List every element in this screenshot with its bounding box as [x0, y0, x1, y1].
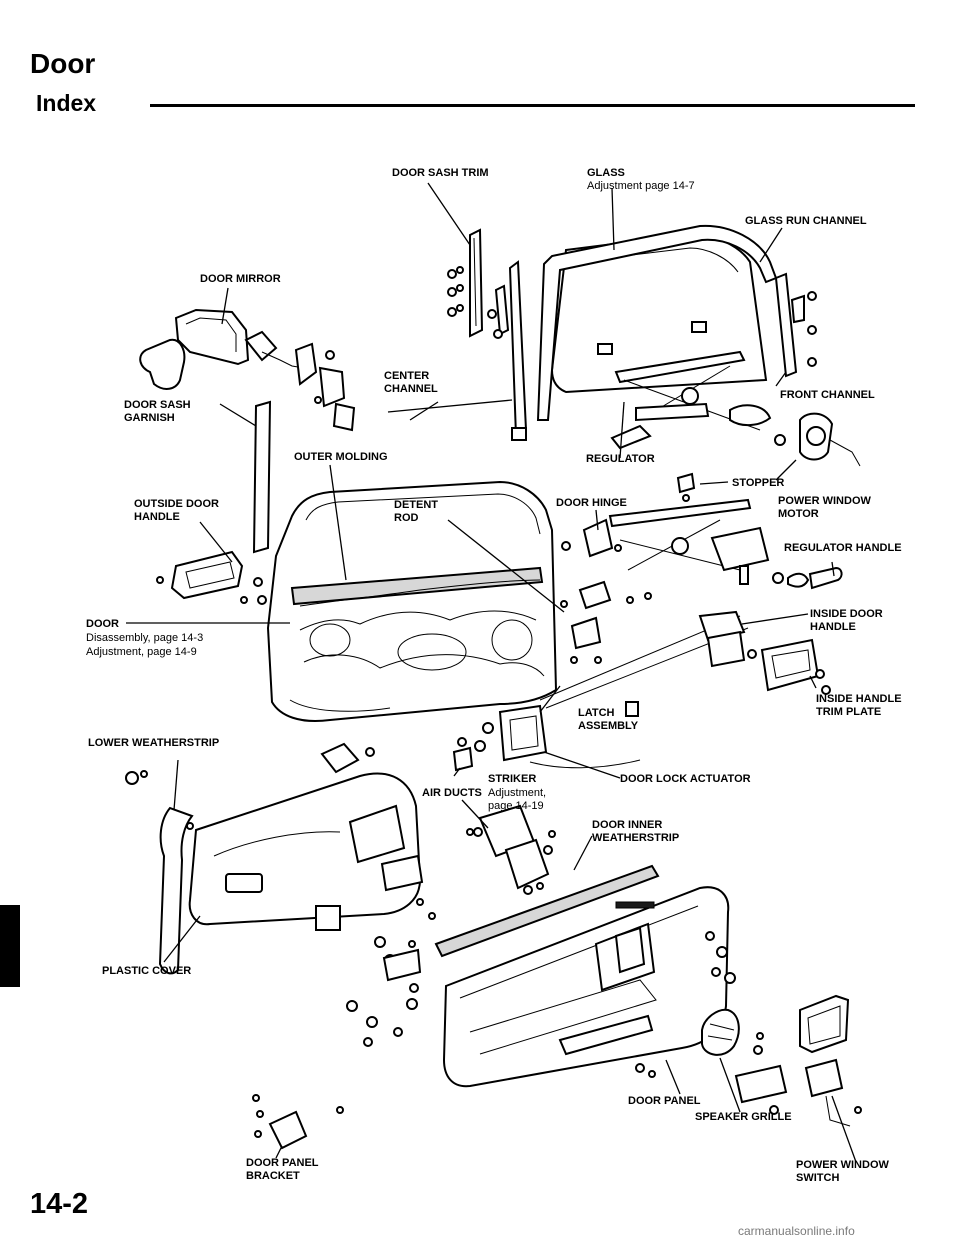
inside-door-handle-part	[539, 610, 757, 709]
label-striker: STRIKER	[488, 773, 536, 785]
mirror-mount-part	[294, 342, 356, 432]
label-front-channel: FRONT CHANNEL	[780, 389, 875, 401]
plastic-cover-part	[188, 742, 422, 926]
door-sash-trim-part	[447, 228, 484, 338]
label-outside-door-handle-2: HANDLE	[134, 511, 180, 523]
lower-weatherstrip-part	[125, 770, 194, 975]
label-door-adjustment: Adjustment, page 14-9	[86, 646, 197, 658]
label-door-inner-weatherstrip-2: WEATHERSTRIP	[592, 832, 679, 844]
power-window-motor-part	[774, 412, 861, 467]
label-latch-assembly-2: ASSEMBLY	[578, 720, 639, 732]
label-latch-assembly-1: LATCH	[578, 707, 615, 719]
door-sash-garnish-part	[252, 400, 272, 554]
label-air-ducts: AIR DUCTS	[422, 787, 482, 799]
door-shell-part	[266, 480, 558, 722]
label-stopper: STOPPER	[732, 477, 784, 489]
label-door-panel-bracket-1: DOOR PANEL	[246, 1157, 319, 1169]
door-panel-clips-part	[315, 854, 436, 1047]
door-panel-bracket-part	[252, 1094, 344, 1150]
label-center-channel-2: CHANNEL	[384, 383, 438, 395]
door-inner-weatherstrip-part	[434, 864, 660, 958]
label-regulator-handle: REGULATOR HANDLE	[784, 542, 902, 554]
label-power-window-switch-1: POWER WINDOW	[796, 1159, 889, 1171]
leader-lines	[126, 182, 857, 1163]
window-regulator-part	[610, 350, 772, 450]
label-outer-molding: OUTER MOLDING	[294, 451, 388, 463]
label-door-inner-weatherstrip-1: DOOR INNER	[592, 819, 662, 831]
label-door-lock-actuator: DOOR LOCK ACTUATOR	[620, 773, 751, 785]
center-channel-part	[487, 260, 528, 441]
label-center-channel-1: CENTER	[384, 370, 429, 382]
label-power-window-switch-2: SWITCH	[796, 1172, 839, 1184]
label-door-panel: DOOR PANEL	[628, 1095, 701, 1107]
label-door-sash-garnish-2: GARNISH	[124, 412, 175, 424]
label-door-sash-garnish-1: DOOR SASH	[124, 399, 191, 411]
air-ducts-part	[466, 804, 556, 890]
label-door-panel-bracket-2: BRACKET	[246, 1170, 300, 1182]
label-power-window-motor-2: MOTOR	[778, 508, 819, 520]
section-tab-marker	[0, 905, 20, 987]
page-title: Door	[30, 48, 96, 79]
door-panel-part	[442, 886, 736, 1088]
section-subtitle: Index	[36, 90, 97, 116]
label-inside-door-handle-1: INSIDE DOOR	[810, 608, 883, 620]
label-glass: GLASS	[587, 167, 625, 179]
door-mirror-part	[139, 308, 305, 390]
page-number: 14-2	[30, 1188, 89, 1220]
label-striker-page: page 14-19	[488, 800, 544, 812]
label-detent-rod-1: DETENT	[394, 499, 438, 511]
watermark: carmanualsonline.info	[738, 1224, 855, 1238]
speaker-grille-part	[701, 1008, 764, 1056]
door-hinge-part	[560, 518, 652, 664]
label-door: DOOR	[86, 618, 119, 630]
label-glass-run-channel: GLASS RUN CHANNEL	[745, 215, 867, 227]
glass-run-channel-part	[536, 224, 778, 421]
label-glass-adjustment: Adjustment page 14-7	[587, 180, 695, 192]
stopper-part	[676, 472, 696, 502]
lower-regulator-part	[608, 498, 770, 585]
label-door-mirror: DOOR MIRROR	[200, 273, 281, 285]
label-inside-handle-trim-2: TRIM PLATE	[816, 706, 881, 718]
label-power-window-motor-1: POWER WINDOW	[778, 495, 871, 507]
outside-door-handle-part	[156, 550, 267, 605]
latch-assembly-part	[474, 701, 641, 769]
label-striker-adjustment: Adjustment,	[488, 787, 546, 799]
label-door-sash-trim: DOOR SASH TRIM	[392, 167, 489, 179]
label-inside-handle-trim-1: INSIDE HANDLE	[816, 693, 902, 705]
power-window-switch-part	[734, 994, 862, 1127]
header-rule	[150, 104, 915, 107]
inside-handle-trim-plate-part	[760, 638, 831, 695]
label-speaker-grille: SPEAKER GRILLE	[695, 1111, 792, 1123]
front-channel-part	[774, 272, 817, 378]
label-outside-door-handle-1: OUTSIDE DOOR	[134, 498, 219, 510]
striker-part	[452, 737, 474, 772]
label-plastic-cover: PLASTIC COVER	[102, 965, 191, 977]
label-inside-door-handle-2: HANDLE	[810, 621, 856, 633]
label-regulator: REGULATOR	[586, 453, 655, 465]
label-detent-rod-2: ROD	[394, 512, 419, 524]
label-door-hinge: DOOR HINGE	[556, 497, 627, 509]
regulator-handle-part	[772, 566, 843, 590]
label-door-disassembly: Disassembly, page 14-3	[86, 632, 203, 644]
label-lower-weatherstrip: LOWER WEATHERSTRIP	[88, 737, 219, 749]
